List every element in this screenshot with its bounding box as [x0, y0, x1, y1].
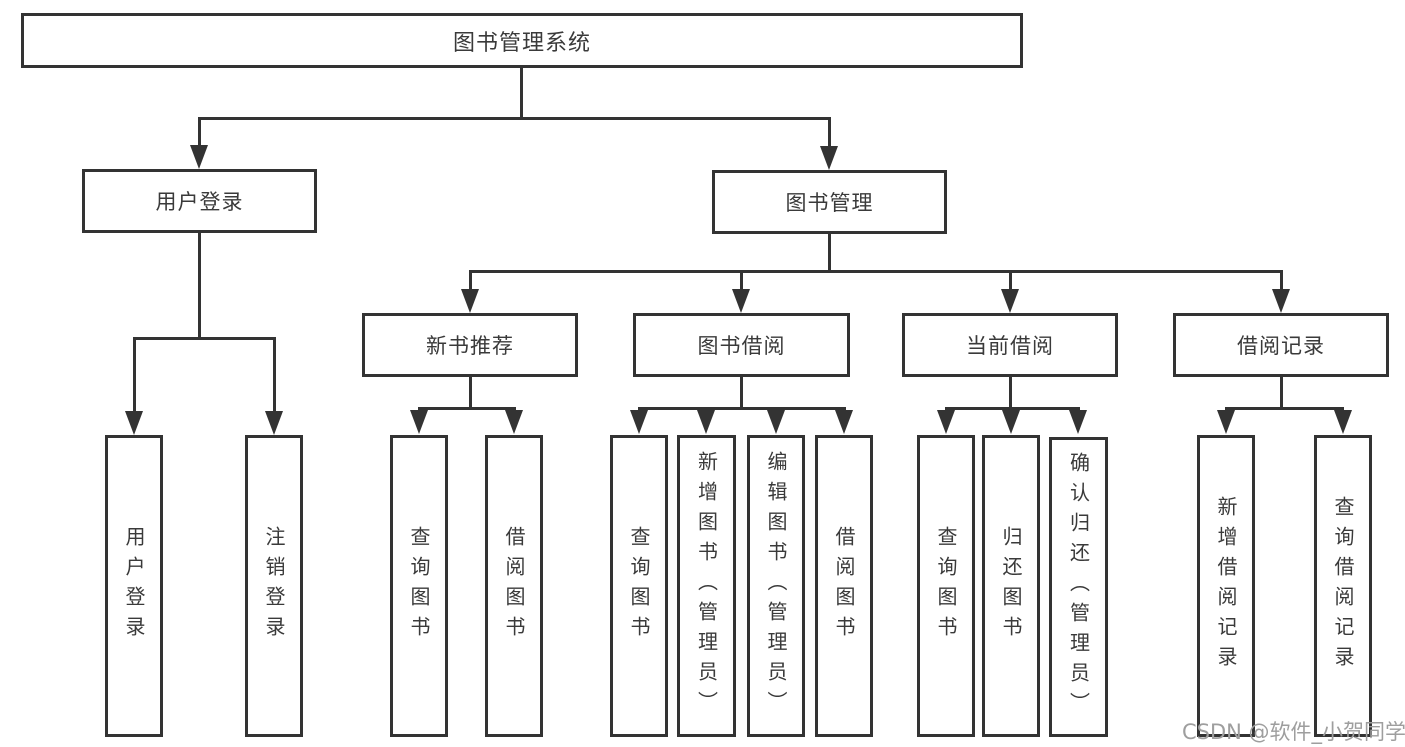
leaf-logout-login: 注销登录	[245, 435, 303, 737]
connector-arrowhead-icon	[1001, 289, 1019, 313]
connector-line	[1279, 377, 1283, 410]
leaf-return-books: 归还图书	[982, 435, 1040, 737]
connector-line	[417, 407, 516, 410]
connector-line	[468, 377, 472, 410]
connector-arrowhead-icon	[630, 410, 648, 434]
node-label: 新增图书（管理员）	[694, 451, 719, 721]
connector-arrowhead-icon	[1002, 410, 1020, 434]
node-label: 确认归还（管理员）	[1066, 452, 1091, 722]
connector-arrowhead-icon	[190, 145, 208, 169]
connector-line	[944, 407, 1080, 410]
connector-arrowhead-icon	[835, 410, 853, 434]
node-label: 编辑图书（管理员）	[764, 451, 788, 721]
connector-line	[1008, 270, 1012, 292]
node-label: 借阅图书	[502, 526, 526, 646]
node-label: 借阅记录	[1237, 334, 1325, 358]
leaf-add-borrow-record: 新增借阅记录	[1197, 435, 1255, 737]
node-library-management-system: 图书管理系统	[21, 13, 1023, 68]
connector-arrowhead-icon	[505, 410, 523, 434]
connector-line	[132, 337, 276, 340]
connector-line	[519, 68, 523, 117]
node-label: 图书管理	[785, 191, 874, 215]
connector-line	[739, 377, 743, 410]
connector-arrowhead-icon	[767, 410, 785, 434]
connector-line	[468, 270, 472, 292]
connector-arrowhead-icon	[265, 411, 283, 435]
connector-line	[132, 337, 136, 414]
leaf-add-books-admin: 新增图书（管理员）	[677, 435, 736, 737]
node-label: 新增借阅记录	[1214, 496, 1238, 676]
node-label: 归还图书	[999, 526, 1023, 646]
connector-arrowhead-icon	[697, 410, 715, 434]
node-label: 图书管理系统	[452, 30, 591, 56]
node-label: 查询图书	[407, 526, 431, 646]
connector-line	[827, 234, 831, 270]
csdn-watermark: CSDN @软件_小贺同学	[1182, 720, 1405, 744]
connector-arrowhead-icon	[125, 411, 143, 435]
leaf-user-login: 用户登录	[105, 435, 163, 737]
connector-arrowhead-icon	[1334, 410, 1352, 434]
connector-line	[468, 270, 1283, 273]
node-current-borrowing: 当前借阅	[902, 313, 1118, 377]
connector-arrowhead-icon	[1272, 289, 1290, 313]
connector-arrowhead-icon	[1069, 410, 1087, 434]
connector-line	[197, 233, 201, 337]
connector-line	[1224, 407, 1344, 410]
leaf-query-books-recommend: 查询图书	[390, 435, 448, 737]
leaf-query-books-current: 查询图书	[917, 435, 975, 737]
leaf-confirm-return-admin: 确认归还（管理员）	[1049, 437, 1108, 737]
connector-arrowhead-icon	[937, 410, 955, 434]
node-label: 查询借阅记录	[1331, 496, 1355, 676]
connector-line	[272, 337, 276, 414]
node-new-book-recommendation: 新书推荐	[362, 313, 578, 377]
leaf-edit-books-admin: 编辑图书（管理员）	[747, 435, 805, 737]
node-label: 注销登录	[262, 526, 286, 646]
node-book-borrowing: 图书借阅	[633, 313, 850, 377]
node-label: 用户登录	[122, 526, 146, 646]
node-label: 查询图书	[627, 526, 651, 646]
connector-line	[197, 117, 831, 120]
node-label: 查询图书	[934, 526, 958, 646]
connector-line	[197, 117, 201, 150]
connector-line	[827, 117, 831, 150]
node-label: 新书推荐	[426, 334, 514, 358]
connector-arrowhead-icon	[1217, 410, 1235, 434]
leaf-query-borrow-record: 查询借阅记录	[1314, 435, 1372, 737]
leaf-borrow-books-borrow: 借阅图书	[815, 435, 873, 737]
node-borrowing-records: 借阅记录	[1173, 313, 1389, 377]
leaf-borrow-books-recommend: 借阅图书	[485, 435, 543, 737]
leaf-query-books-borrow: 查询图书	[610, 435, 668, 737]
node-label: 图书借阅	[697, 334, 786, 358]
connector-arrowhead-icon	[410, 410, 428, 434]
node-label: 借阅图书	[832, 526, 856, 646]
connector-line	[739, 270, 743, 292]
connector-line	[637, 407, 846, 410]
node-book-management: 图书管理	[712, 170, 947, 234]
node-user-login: 用户登录	[82, 169, 317, 233]
node-label: 当前借阅	[966, 334, 1054, 358]
node-label: 用户登录	[155, 190, 244, 214]
connector-arrowhead-icon	[820, 146, 838, 170]
connector-line	[1008, 377, 1012, 410]
connector-arrowhead-icon	[461, 289, 479, 313]
connector-arrowhead-icon	[732, 289, 750, 313]
connector-line	[1279, 270, 1283, 292]
